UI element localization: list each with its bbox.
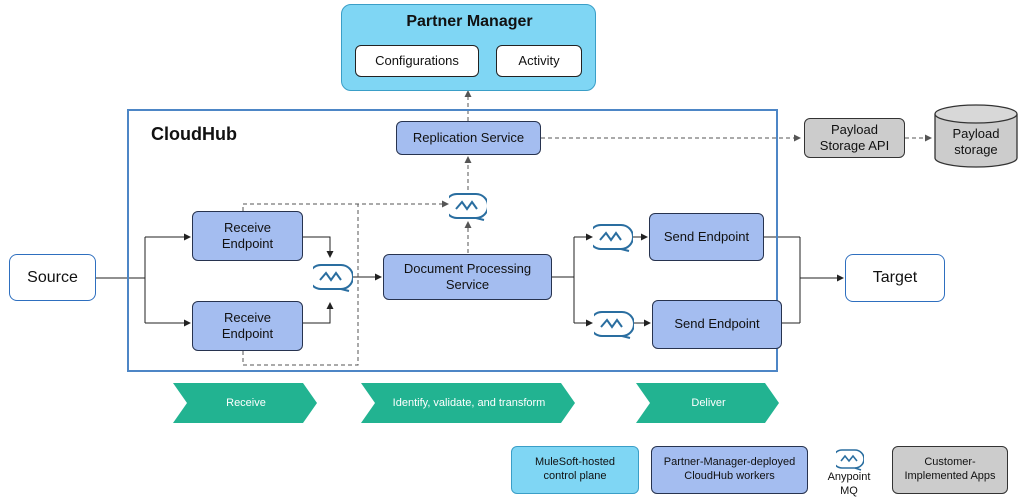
- document-processing-service-box[interactable]: Document Processing Service: [383, 254, 552, 300]
- configurations-box[interactable]: Configurations: [355, 45, 479, 77]
- legend-customer-apps: Customer- Implemented Apps: [892, 446, 1008, 494]
- receive-endpoint-1-box[interactable]: Receive Endpoint: [192, 211, 303, 261]
- anypoint-mq-icon: [449, 193, 487, 221]
- stage-chevron-receive-shape: [173, 383, 317, 423]
- stage-deliver-label: Deliver: [691, 397, 726, 409]
- receive-endpoint-2-box[interactable]: Receive Endpoint: [192, 301, 303, 351]
- stage-chevron-transform-shape: [361, 383, 575, 423]
- stage-receive-label: Receive: [226, 397, 266, 409]
- payload-storage-database-icon: [934, 104, 1018, 168]
- target-box[interactable]: Target: [845, 254, 945, 302]
- payload-storage-label: Payload storage: [952, 125, 1000, 157]
- cloudhub-container: [127, 109, 778, 372]
- partner-manager-title: Partner Manager: [406, 13, 533, 30]
- send-endpoint-2-box[interactable]: Send Endpoint: [652, 300, 782, 349]
- anypoint-mq-icon: [313, 264, 353, 292]
- anypoint-mq-icon: [594, 311, 634, 339]
- legend-mulesoft-control-plane: MuleSoft-hosted control plane: [511, 446, 639, 494]
- legend-cloudhub-workers: Partner-Manager-deployed CloudHub worker…: [651, 446, 808, 494]
- cloudhub-title: CloudHub: [151, 124, 237, 144]
- anypoint-mq-icon: [593, 224, 633, 252]
- legend-anypoint-mq-icon: [836, 449, 864, 471]
- stage-transform-label: Identify, validate, and transform: [392, 397, 546, 409]
- activity-box[interactable]: Activity: [496, 45, 582, 77]
- replication-service-box[interactable]: Replication Service: [396, 121, 541, 155]
- stage-chevron-deliver-shape: [636, 383, 779, 423]
- send-endpoint-1-box[interactable]: Send Endpoint: [649, 213, 764, 261]
- payload-storage-api-box[interactable]: Payload Storage API: [804, 118, 905, 158]
- legend-anypoint-mq-label: Anypoint MQ: [827, 471, 871, 498]
- source-box[interactable]: Source: [9, 254, 96, 301]
